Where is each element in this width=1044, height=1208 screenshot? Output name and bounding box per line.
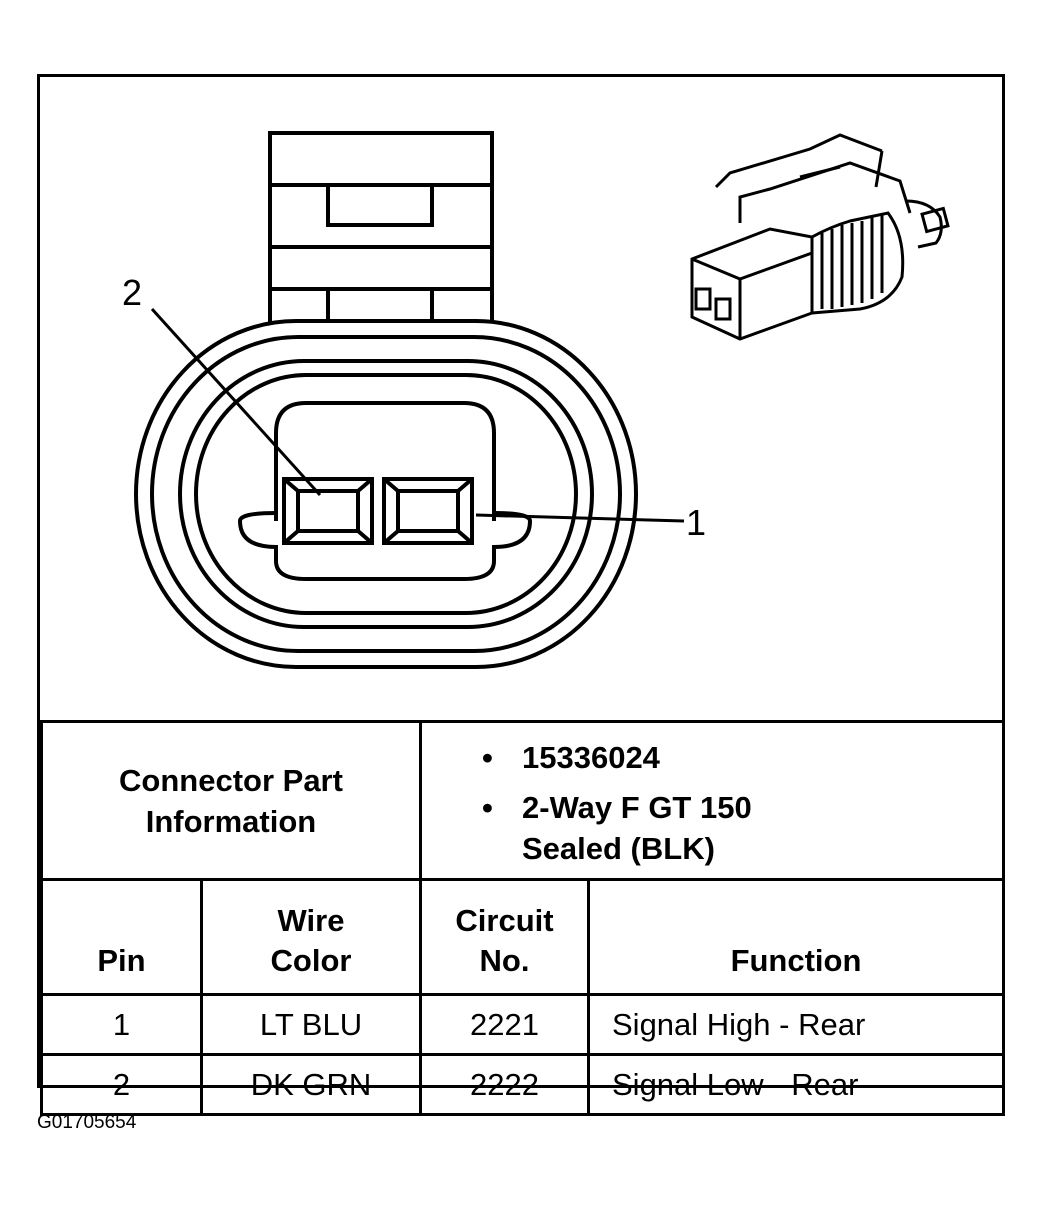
wire-color: DK GRN — [200, 1053, 422, 1116]
pin-function: Signal High - Rear — [587, 993, 1005, 1056]
terminal-cavity-pin-1 — [382, 477, 474, 545]
header-circuit-no: Circuit No. — [419, 878, 590, 996]
header-wire-color: Wire Color — [200, 878, 422, 996]
callout-1: 1 — [686, 502, 706, 543]
connector-part-details: 15336024 2-Way F GT 150 Sealed (BLK) — [419, 720, 1005, 881]
pin-number: 1 — [40, 993, 203, 1056]
callout-leader-1 — [475, 513, 685, 523]
callout-2: 2 — [122, 272, 142, 313]
locking-tab — [268, 131, 494, 335]
callout-leader-2 — [150, 307, 322, 497]
connector-face-diagram: 2 1 — [122, 131, 950, 669]
pin-number: 2 — [40, 1053, 203, 1116]
table-row: 2 DK GRN 2222 Signal Low - Rear — [40, 1053, 1005, 1116]
connector-type: 2-Way F GT 150 Sealed (BLK) — [482, 787, 1002, 869]
header-function: Function — [587, 878, 1005, 996]
pin-table-header: Pin Wire Color Circuit No. Function — [40, 878, 1005, 996]
wire-color: LT BLU — [200, 993, 422, 1056]
header-pin: Pin — [40, 878, 203, 996]
connector-figure: 2 1 Connector Part Information 15336024 … — [37, 74, 1005, 1116]
connector-part-label: Connector Part Information — [40, 720, 422, 881]
circuit-number: 2222 — [419, 1053, 590, 1116]
connector-info-table: Connector Part Information 15336024 2-Wa… — [40, 720, 1005, 1116]
table-row: 1 LT BLU 2221 Signal High - Rear — [40, 993, 1005, 1056]
terminal-cavity-pin-2 — [282, 477, 374, 545]
figure-code: G01705654 — [37, 1112, 137, 1133]
part-number: 15336024 — [482, 737, 1002, 778]
circuit-number: 2221 — [419, 993, 590, 1056]
connector-3d-view — [690, 133, 950, 341]
pin-function: Signal Low - Rear — [587, 1053, 1005, 1116]
